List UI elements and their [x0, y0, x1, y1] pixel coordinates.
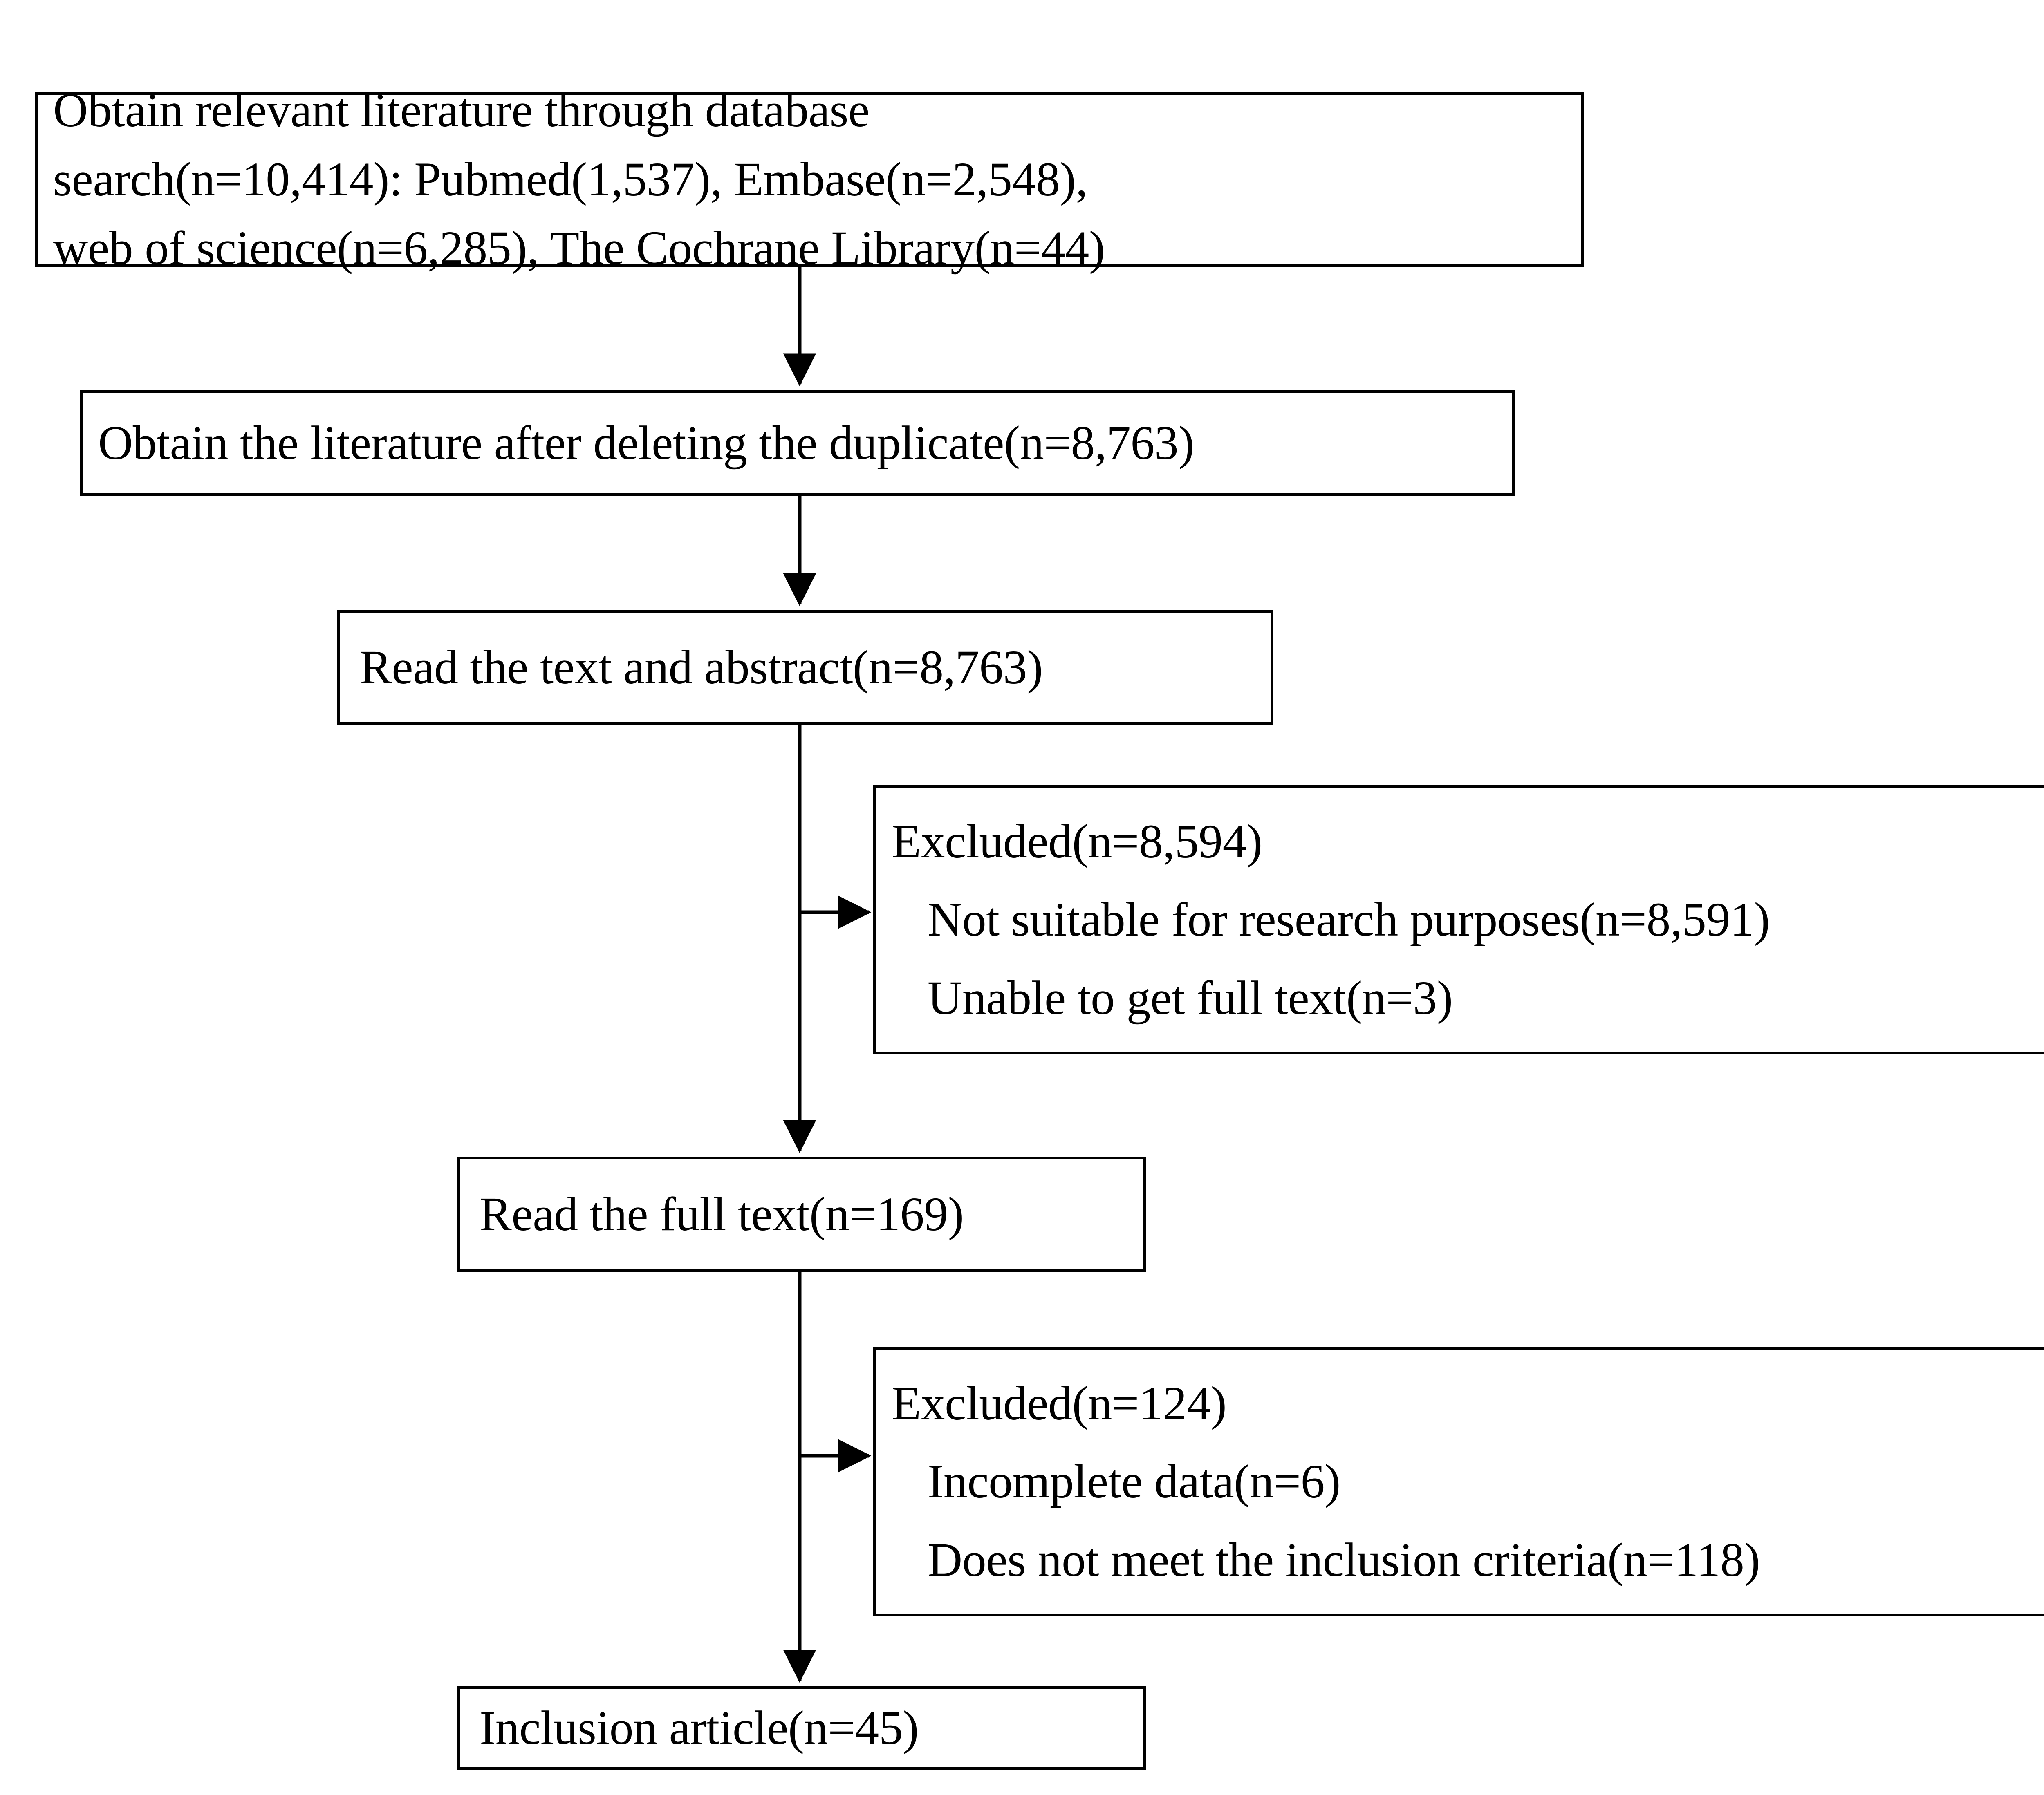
- node-line: Excluded(n=124): [892, 1376, 1227, 1430]
- node-full-text-assessed[interactable]: Read the full text(n=169): [457, 1157, 1146, 1272]
- node-line: Obtain the literature after deleting the…: [98, 416, 1195, 470]
- node-line: Read the full text(n=169): [480, 1187, 964, 1241]
- node-line: Does not meet the inclusion criteria(n=1…: [928, 1533, 1760, 1587]
- node-line: Inclusion article(n=45): [480, 1701, 919, 1755]
- node-studies-included[interactable]: Inclusion article(n=45): [457, 1686, 1146, 1770]
- node-line: Read the text and abstract(n=8,763): [360, 640, 1043, 694]
- node-line: Excluded(n=8,594): [892, 815, 1262, 868]
- node-excluded-after-full-text[interactable]: Excluded(n=124) Incomplete data(n=6) Doe…: [873, 1347, 2044, 1616]
- node-line: Obtain relevant literature through datab…: [53, 83, 870, 137]
- node-after-duplicates-removed[interactable]: Obtain the literature after deleting the…: [80, 390, 1515, 496]
- node-line: search(n=10,414): Pubmed(1,537), Embase(…: [53, 152, 1088, 206]
- node-line: Unable to get full text(n=3): [928, 971, 1453, 1025]
- node-line: Not suitable for research purposes(n=8,5…: [928, 893, 1770, 947]
- node-title-abstract-screening[interactable]: Read the text and abstract(n=8,763): [337, 610, 1273, 725]
- node-line: Incomplete data(n=6): [928, 1455, 1340, 1509]
- node-line: web of science(n=6,285), The Cochrane Li…: [53, 221, 1105, 275]
- node-database-search[interactable]: Obtain relevant literature through datab…: [35, 83, 1584, 275]
- node-excluded-after-screening[interactable]: Excluded(n=8,594) Not suitable for resea…: [873, 785, 2044, 1054]
